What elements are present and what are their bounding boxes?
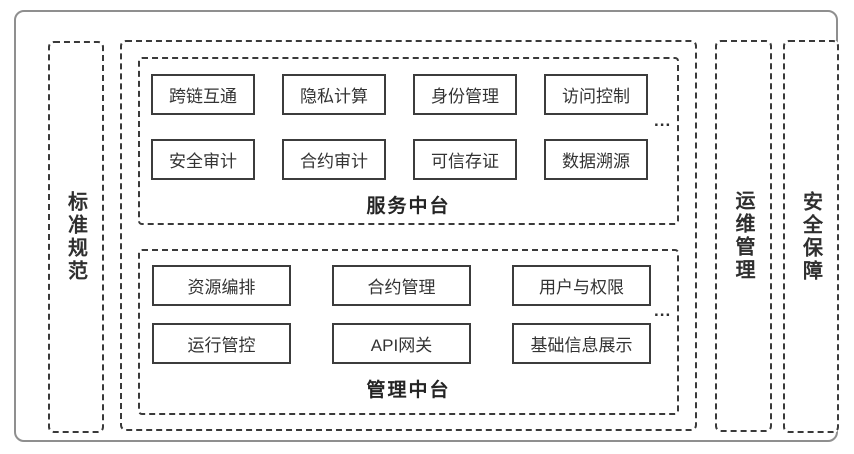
pillar-security-label: 安全保障: [799, 190, 822, 283]
node-basic-info-display: 基础信息展示: [512, 323, 651, 364]
service-more-ellipsis: ...: [654, 111, 672, 130]
pillar-operations-label: 运维管理: [732, 190, 754, 282]
platform-container: 跨链互通 隐私计算 身份管理 访问控制 安全审计 合约审计 可信存证 数据溯源 …: [120, 40, 697, 431]
node-cross-chain-interop: 跨链互通: [151, 74, 255, 115]
service-platform-box: 跨链互通 隐私计算 身份管理 访问控制 安全审计 合约审计 可信存证 数据溯源 …: [138, 57, 679, 225]
management-platform-box: 资源编排 合约管理 用户与权限 运行管控 API网关 基础信息展示 管理中台 .…: [138, 249, 679, 415]
node-operation-control: 运行管控: [152, 323, 291, 364]
management-platform-label: 管理中台: [366, 380, 451, 401]
management-row-1: 资源编排 合约管理 用户与权限: [152, 265, 677, 306]
pillar-standards-label: 标准规范: [64, 191, 87, 283]
pillar-operations: 运维管理: [715, 40, 772, 432]
node-access-control: 访问控制: [544, 74, 648, 115]
pillar-security: 安全保障: [783, 40, 839, 433]
node-contract-management: 合约管理: [332, 265, 471, 306]
pillar-standards: 标准规范: [48, 41, 104, 433]
node-trusted-deposit: 可信存证: [413, 139, 517, 180]
node-security-audit: 安全审计: [151, 139, 255, 180]
node-identity-management: 身份管理: [413, 74, 517, 115]
node-users-permissions: 用户与权限: [512, 265, 651, 306]
service-row-2: 安全审计 合约审计 可信存证 数据溯源: [151, 139, 677, 180]
node-privacy-computing: 隐私计算: [282, 74, 386, 115]
node-data-traceability: 数据溯源: [544, 139, 648, 180]
service-row-1: 跨链互通 隐私计算 身份管理 访问控制: [151, 74, 677, 115]
management-row-2: 运行管控 API网关 基础信息展示: [152, 323, 677, 364]
node-api-gateway: API网关: [332, 323, 471, 364]
node-resource-orchestration: 资源编排: [152, 265, 291, 306]
management-more-ellipsis: ...: [654, 301, 672, 320]
diagram-outer-frame: 标准规范 跨链互通 隐私计算 身份管理 访问控制 安全审计 合约审计 可信存证 …: [14, 10, 839, 442]
node-contract-audit: 合约审计: [282, 139, 386, 180]
service-platform-label: 服务中台: [366, 196, 451, 217]
